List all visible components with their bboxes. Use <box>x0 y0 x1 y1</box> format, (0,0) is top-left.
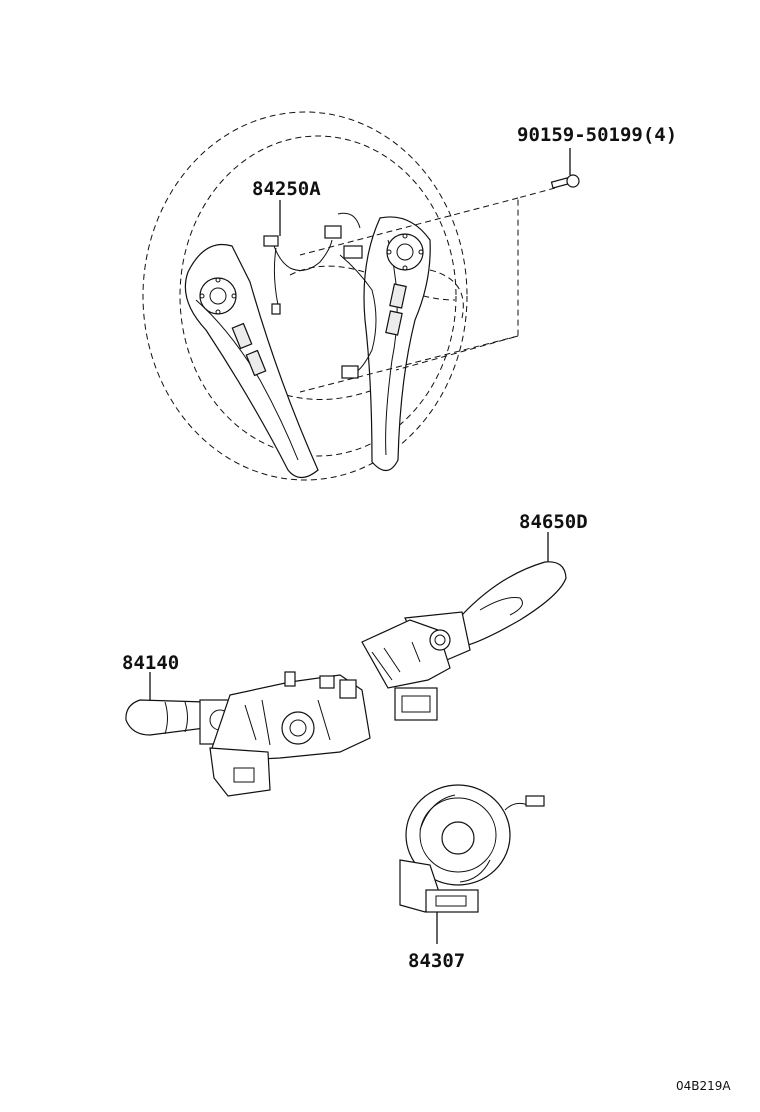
screw-icon <box>299 148 580 393</box>
turn-signal-switch <box>125 671 371 797</box>
spiral-cable <box>399 784 545 944</box>
wiper-switch <box>361 532 567 721</box>
part-label-turn-signal-switch: 84140 <box>122 652 179 674</box>
part-label-steering-pad-switch: 84250A <box>252 178 321 200</box>
part-label-screw: 90159-50199(4) <box>517 124 677 146</box>
part-label-spiral-cable: 84307 <box>408 950 465 972</box>
steering-pad-switch-left <box>184 244 319 479</box>
steering-pad-harness <box>263 212 377 379</box>
part-label-wiper-switch: 84650D <box>519 511 588 533</box>
illustration-reference: 04B219A <box>676 1079 731 1093</box>
steering-pad-switch-right <box>363 216 431 472</box>
